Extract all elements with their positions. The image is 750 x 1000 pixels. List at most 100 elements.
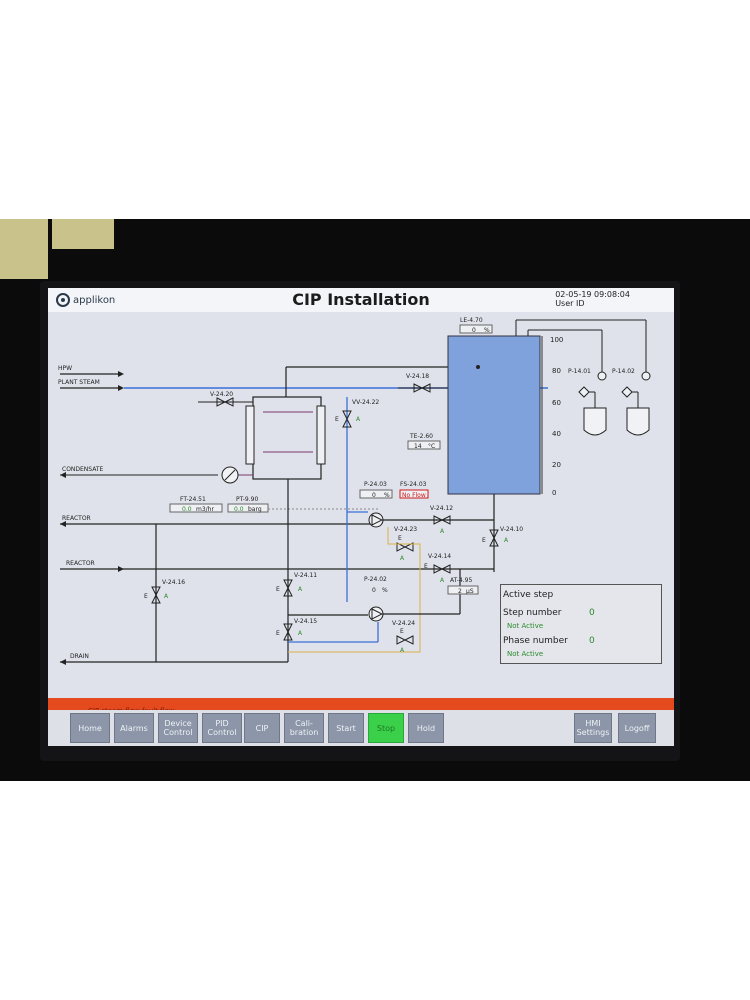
ft2451-value: 0.0 <box>182 506 192 513</box>
arrow-icon <box>60 472 66 478</box>
mode-a: A <box>440 528 445 535</box>
arrow-icon <box>118 385 124 391</box>
valve-icon <box>433 515 444 525</box>
p2403-box <box>359 489 393 499</box>
heat-exchanger <box>252 396 322 480</box>
mode-e: E <box>424 563 428 570</box>
tag-p2403: P-24.03 <box>364 481 387 488</box>
valve-icon <box>342 410 352 421</box>
tag-ft2451: FT-24.51 <box>180 496 206 503</box>
ft2451-box <box>169 503 223 513</box>
valve-icon <box>151 593 161 604</box>
hmi-settings-button[interactable]: HMI Settings <box>574 713 612 743</box>
datetime: 02-05-19 09:08:04 <box>555 290 630 299</box>
scale-20: 20 <box>552 461 561 469</box>
mode-e: E <box>398 535 402 542</box>
cip-tank <box>447 335 541 495</box>
label-sticker <box>52 219 114 249</box>
at495-box <box>447 585 479 595</box>
exchanger-plate-right <box>316 405 326 465</box>
pump-icon <box>641 371 651 381</box>
tag-v2411: V-24.11 <box>294 572 317 579</box>
valve-icon <box>403 635 414 645</box>
tag-v2418: V-24.18 <box>406 373 429 380</box>
alarms-button[interactable]: Alarms <box>114 713 154 743</box>
mode-a: A <box>440 577 445 584</box>
pt990-value: 0.0 <box>234 506 244 513</box>
tag-p1401: P-14.01 <box>568 368 591 375</box>
tag-at495: AT-4.95 <box>450 577 472 584</box>
pt990-unit: barg <box>248 506 262 513</box>
arrow-icon <box>60 521 66 527</box>
valve-icon <box>440 515 451 525</box>
p2402-value: 0 <box>372 587 376 594</box>
calibration-button[interactable]: Cali-bration <box>284 713 324 743</box>
user-id: User ID <box>555 299 585 308</box>
tag-v2415: V-24.15 <box>294 618 317 625</box>
ft2451-unit: m3/hr <box>196 506 214 513</box>
valve-icon <box>283 623 293 634</box>
cip-button[interactable]: CIP <box>244 713 280 743</box>
le470-value: 0 <box>472 327 476 334</box>
alarm-bar[interactable]: CIP steam flow fault flow <box>48 698 674 715</box>
mode-a: A <box>400 647 405 654</box>
phase-number-label: Phase number <box>503 636 568 646</box>
le470-box <box>459 324 493 334</box>
valve-icon <box>440 564 451 574</box>
tag-fs2403: FS-24.03 <box>400 481 427 488</box>
active-step-panel: Active step Step number 0 Not Active Pha… <box>500 584 662 664</box>
button-bar: Home Alarms Device Control PID Control C… <box>48 710 674 746</box>
step-number-label: Step number <box>503 608 562 618</box>
valve-icon <box>489 529 499 540</box>
mode-a: A <box>400 555 405 562</box>
valve-icon <box>420 383 431 393</box>
label-condensate: CONDENSATE <box>62 466 104 473</box>
tag-te260: TE-2.60 <box>409 433 433 440</box>
active-step-title: Active step <box>503 590 554 600</box>
chemical-vessel-2 <box>626 407 650 436</box>
phase-status: Not Active <box>507 650 544 658</box>
te260-box <box>407 440 441 450</box>
le470-unit: % <box>484 327 490 334</box>
label-reactor-2: REACTOR <box>66 560 95 567</box>
page-title: CIP Installation <box>292 290 430 309</box>
tag-v2423: V-24.23 <box>394 526 417 533</box>
tag-p1402: P-14.02 <box>612 368 635 375</box>
mode-e: E <box>335 416 339 423</box>
hold-button[interactable]: Hold <box>408 713 444 743</box>
home-button[interactable]: Home <box>70 713 110 743</box>
scale-0: 0 <box>552 489 556 497</box>
at495-unit: µS <box>466 588 474 595</box>
valve-icon <box>216 397 227 407</box>
mode-a: A <box>164 593 169 600</box>
valve-icon <box>283 586 293 597</box>
dosing-pump-icon <box>578 386 590 398</box>
chemical-vessel-1 <box>583 407 607 436</box>
scale-100: 100 <box>550 336 563 344</box>
valve-icon <box>151 586 161 597</box>
stop-button[interactable]: Stop <box>368 713 404 743</box>
applikon-logo: applikon <box>56 293 115 307</box>
valve-icon <box>223 397 234 407</box>
tag-v2424: V-24.24 <box>392 620 415 627</box>
start-button[interactable]: Start <box>328 713 364 743</box>
pid-control-button[interactable]: PID Control <box>202 713 242 743</box>
mode-a: A <box>356 416 361 423</box>
logoff-button[interactable]: Logoff <box>618 713 656 743</box>
mode-e: E <box>276 586 280 593</box>
tag-v2410: V-24.10 <box>500 526 523 533</box>
datetime-block: 02-05-19 09:08:04 User ID <box>555 290 630 308</box>
arrow-icon <box>118 566 124 572</box>
device-control-button[interactable]: Device Control <box>158 713 198 743</box>
pt990-box <box>227 503 269 513</box>
pid-svg: V-24.20 V-24.18 VV-24.22 <box>58 317 651 665</box>
dosing-pump-icon <box>621 386 633 398</box>
tag-le470: LE-4.70 <box>460 317 483 324</box>
te260-value: 14 <box>414 443 422 450</box>
logo-text: applikon <box>73 295 116 306</box>
mode-e: E <box>276 630 280 637</box>
step-number-value: 0 <box>589 608 595 618</box>
steam-trap-icon <box>224 469 236 481</box>
fs2403-status: No Flow <box>402 492 426 499</box>
mode-a: A <box>298 586 303 593</box>
